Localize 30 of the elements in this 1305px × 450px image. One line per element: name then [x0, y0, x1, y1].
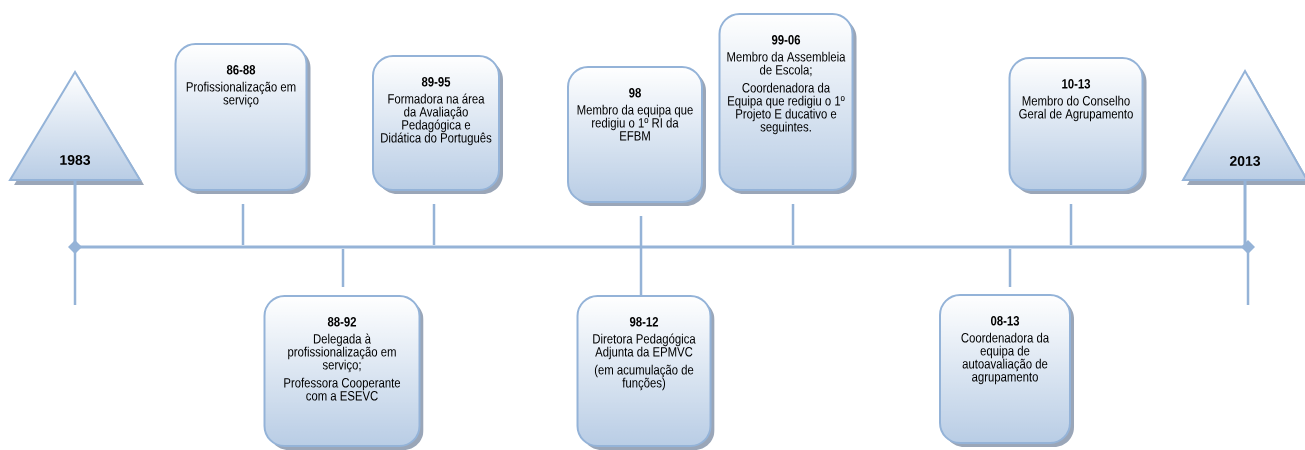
description-text: Diretora Pedagógica Adjunta da EPMVC — [593, 333, 696, 360]
description-text: Coordenadora da equipa de autoavaliação de agrupamento — [961, 332, 1050, 385]
description-text: Coordenadora da Equipa que redigiu o 1º Projeto E ducativo e seguintes. — [728, 82, 845, 135]
year-label: 08-13 — [990, 316, 1020, 326]
description-text: Professora Cooperante com a ESEVC — [284, 377, 401, 401]
description-text: (em acumulação de funções) — [594, 364, 694, 391]
year-label: 89-95 — [421, 77, 451, 87]
event-box — [939, 294, 1074, 447]
description-text: Delegada à profissionalização em serviço; — [288, 333, 396, 373]
description-text: Formadora na área da Avaliação Pedagógica e Didática do Português — [381, 93, 492, 146]
year-label: 88-92 — [327, 317, 357, 327]
year-label: 98 — [629, 88, 641, 98]
event-box — [567, 66, 706, 206]
event-box — [718, 13, 857, 194]
description-text: Profissionalização em serviço — [186, 81, 296, 108]
event-box — [576, 295, 715, 450]
description-text: Membro da Assembleia de Escola; — [727, 51, 846, 77]
year-label: 99-06 — [771, 35, 801, 45]
description-text: Membro da equipa que redigiu o 1º RI da EFBM — [577, 104, 693, 141]
event-box — [372, 55, 503, 194]
event-box — [174, 43, 311, 194]
year-label: 98-12 — [629, 317, 659, 327]
description-text: Membro do Conselho Geral de Agrupamento — [1019, 95, 1133, 122]
year-label: 86-88 — [226, 65, 256, 75]
timeline-axis — [73, 181, 1247, 249]
year-label: 2013 — [1229, 156, 1261, 166]
year-label: 10-13 — [1062, 79, 1091, 89]
event-box — [1008, 57, 1147, 194]
event-box — [263, 295, 424, 450]
year-label: 1983 — [60, 155, 91, 165]
